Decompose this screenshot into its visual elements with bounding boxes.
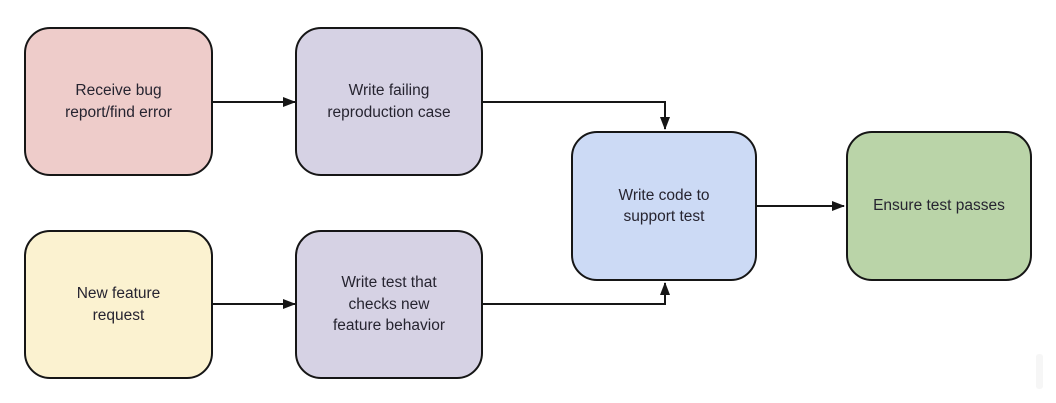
node-new-feature-request-label: New feature request: [76, 285, 161, 324]
node-write-test-checks-label: Write test that checks new feature behav…: [332, 274, 446, 335]
node-write-code-support[interactable]: Write code to support test: [571, 131, 757, 281]
arrow-test-to-code: [483, 282, 670, 305]
node-receive-bug-label: Receive bug report/find error: [65, 82, 172, 121]
node-write-code-support-label: Write code to support test: [618, 186, 710, 225]
node-ensure-test-passes[interactable]: Ensure test passes: [846, 131, 1032, 281]
node-write-failing-repro[interactable]: Write failing reproduction case: [295, 27, 483, 176]
node-write-failing-repro-label: Write failing reproduction case: [327, 82, 451, 121]
node-new-feature-request[interactable]: New feature request: [24, 230, 213, 379]
scrollbar-thumb[interactable]: [1036, 354, 1043, 389]
node-write-test-checks[interactable]: Write test that checks new feature behav…: [295, 230, 483, 379]
arrow-failing-to-code: [483, 101, 670, 130]
node-receive-bug-report[interactable]: Receive bug report/find error: [24, 27, 213, 176]
node-ensure-test-passes-label: Ensure test passes: [873, 197, 1005, 215]
